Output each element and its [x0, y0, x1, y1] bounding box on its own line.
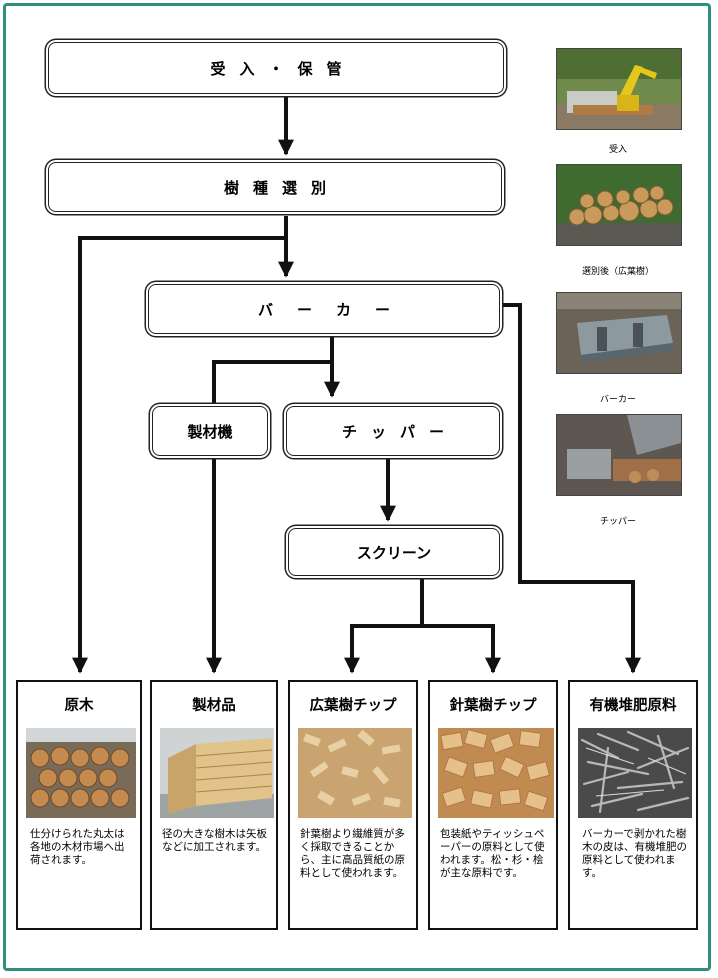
- bark-mulch-photo: [578, 728, 692, 818]
- photo-caption-chipper: チッパー: [599, 517, 636, 527]
- card-title-softwood-chips: 針葉樹チップ: [449, 698, 537, 714]
- node-species-sorting: 樹種選別: [48, 162, 502, 212]
- hardwood-chips-photo: [298, 728, 412, 818]
- node-sawmill-label: 製材機: [187, 422, 233, 441]
- page-frame: [3, 3, 711, 971]
- node-receive-storage: 受入・保管: [48, 42, 504, 94]
- product-card-lumber: 製材品 径の大きな樹木は矢板などに加工されます。: [150, 680, 278, 930]
- card-title-hardwood-chips: 広葉樹チップ: [309, 698, 397, 714]
- product-card-logs: 原木 仕分けられた丸太は各地の木材市場へ出荷されます。: [16, 680, 142, 930]
- node-barker: バーカー: [148, 284, 500, 334]
- node-screen: スクリーン: [288, 528, 500, 576]
- card-text-logs: 仕分けられた丸太は各地の木材市場へ出荷されます。: [30, 828, 125, 866]
- arrow-barker-compost: [500, 303, 641, 674]
- log-stack-photo: [26, 728, 136, 818]
- product-card-softwood-chips: 針葉樹チップ 包装紙やティッシュペーパーの原料として使われます。松・杉・桧が主な…: [428, 680, 558, 930]
- card-text-hardwood-chips: 針葉樹より繊維質が多く採取できることから、主に高品質紙の原料として使われます。: [300, 828, 405, 879]
- softwood-chips-photo: [438, 728, 554, 818]
- node-receive-label: 受入・保管: [210, 59, 356, 78]
- node-sawmill: 製材機: [152, 406, 268, 456]
- card-text-softwood-chips: 包装紙やティッシュペーパーの原料として使われます。松・杉・桧が主な原料です。: [440, 828, 545, 879]
- node-barker-label: バーカー: [257, 300, 414, 319]
- chipper-machine-photo: [556, 414, 682, 496]
- product-card-hardwood-chips: 広葉樹チップ 針葉樹より繊維質が多く採取できることから、主に高品質紙の原料として…: [288, 680, 418, 930]
- card-text-compost: バーカーで剥かれた樹木の皮は、有機堆肥の原料として使われます。: [582, 828, 687, 879]
- node-chipper-label: チッパー: [341, 422, 458, 441]
- arrow-screen-softwood: [422, 624, 501, 674]
- card-title-logs: 原木: [64, 698, 94, 714]
- line-barker-sawmill: [212, 360, 332, 404]
- line-screen-split: [344, 578, 424, 674]
- excavator-photo: [556, 48, 682, 130]
- node-screen-label: スクリーン: [356, 543, 432, 562]
- card-title-lumber: 製材品: [192, 698, 236, 714]
- arrow-sort-logs: [72, 236, 286, 674]
- product-card-compost: 有機堆肥原料 バーカーで剥かれた樹木の皮は、有機堆肥の原料として使われます。: [568, 680, 698, 930]
- lumber-stack-photo: [160, 728, 274, 818]
- photo-caption-receive: 受入: [608, 145, 627, 155]
- barker-machine-photo: [556, 292, 682, 374]
- photo-caption-barker: バーカー: [599, 395, 636, 405]
- photo-caption-sorted: 選別後（広葉樹）: [581, 267, 654, 277]
- node-chipper: チッパー: [286, 406, 500, 456]
- log-pile-photo: [556, 164, 682, 246]
- node-sort-label: 樹種選別: [223, 178, 340, 197]
- card-title-compost: 有機堆肥原料: [589, 698, 677, 714]
- card-text-lumber: 径の大きな樹木は矢板などに加工されます。: [162, 828, 267, 853]
